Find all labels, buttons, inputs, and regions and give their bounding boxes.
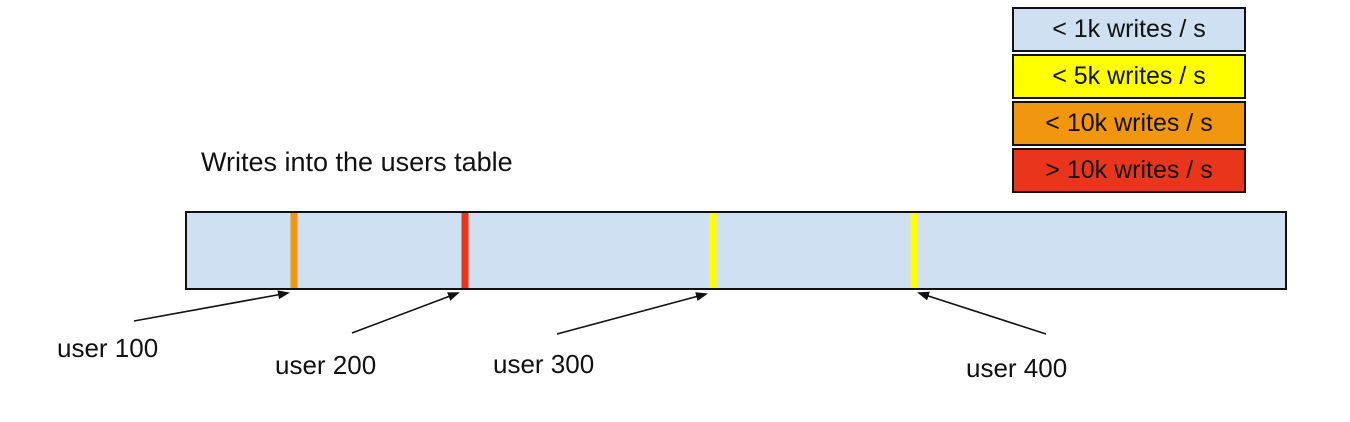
- callout-user-100: user 100: [57, 333, 159, 363]
- callout-user-200: user 200: [275, 350, 377, 380]
- users-table-bar: [185, 211, 1287, 290]
- legend: < 1k writes / s< 5k writes / s< 10k writ…: [1012, 7, 1246, 195]
- arrow-user-300: [556, 292, 708, 335]
- legend-item-3: > 10k writes / s: [1012, 148, 1246, 193]
- marker-user-200: [461, 213, 469, 288]
- diagram-title: Writes into the users table: [201, 147, 513, 177]
- arrow-user-100: [133, 290, 290, 322]
- marker-user-400: [910, 213, 918, 288]
- marker-user-100: [290, 213, 297, 288]
- arrow-user-200: [351, 292, 460, 334]
- legend-item-1: < 5k writes / s: [1012, 54, 1246, 99]
- arrow-user-400: [917, 291, 1047, 335]
- callout-user-300: user 300: [493, 349, 595, 379]
- marker-user-300: [709, 213, 717, 288]
- callout-user-400: user 400: [966, 353, 1068, 383]
- legend-item-2: < 10k writes / s: [1012, 101, 1246, 146]
- legend-item-0: < 1k writes / s: [1012, 7, 1246, 52]
